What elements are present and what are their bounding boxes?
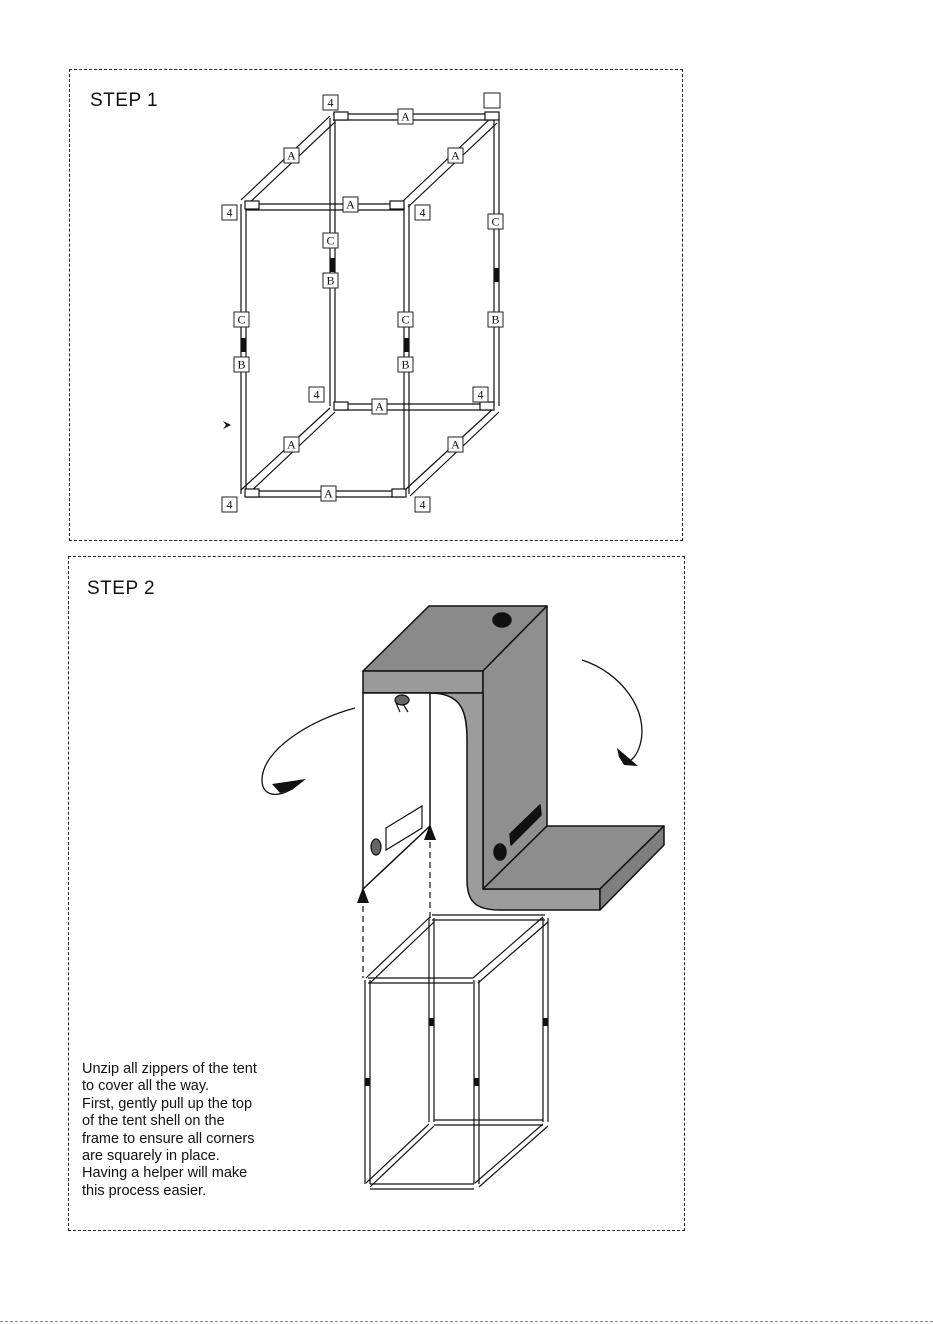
label-back-left-C: C <box>323 233 338 248</box>
instruction-line: of the tent shell on the <box>82 1113 307 1130</box>
step2-instructions: Unzip all zippers of the tent to cover a… <box>82 1061 307 1200</box>
svg-text:B: B <box>237 358 245 372</box>
label-top-back-A: A <box>398 109 413 124</box>
svg-text:C: C <box>401 313 409 327</box>
instruction-line: to cover all the way. <box>82 1078 307 1095</box>
label-front-right-B: B <box>398 357 413 372</box>
tent-shell <box>363 606 664 910</box>
svg-text:4: 4 <box>314 388 320 402</box>
svg-text:C: C <box>326 234 334 248</box>
svg-text:4: 4 <box>420 498 426 512</box>
label-back-right-B: B <box>488 312 503 327</box>
instruction-line: First, gently pull up the top <box>82 1096 307 1113</box>
svg-text:4: 4 <box>227 206 233 220</box>
svg-text:B: B <box>326 274 334 288</box>
instruction-line: Unzip all zippers of the tent <box>82 1061 307 1078</box>
svg-text:C: C <box>491 215 499 229</box>
label-front-left-C: C <box>234 312 249 327</box>
svg-text:C: C <box>237 313 245 327</box>
label-4-bot-front-right: 4 <box>415 497 430 512</box>
svg-text:A: A <box>375 400 384 414</box>
svg-text:B: B <box>491 313 499 327</box>
instruction-line: Having a helper will make <box>82 1165 307 1182</box>
label-bot-left-A: A <box>284 437 299 452</box>
label-back-right-C: C <box>488 214 503 229</box>
step2-frame <box>365 915 548 1189</box>
label-4-top-front-right: 4 <box>415 205 430 220</box>
svg-text:4: 4 <box>227 498 233 512</box>
label-4-bot-back-left: 4 <box>309 387 324 402</box>
svg-text:4: 4 <box>478 388 484 402</box>
svg-text:A: A <box>346 198 355 212</box>
label-bot-front-A: A <box>321 486 336 501</box>
svg-text:A: A <box>287 149 296 163</box>
label-4-top-front-left: 4 <box>222 205 237 220</box>
label-top-left-A: A <box>284 148 299 163</box>
svg-text:A: A <box>451 438 460 452</box>
svg-text:A: A <box>451 149 460 163</box>
instruction-line: this process easier. <box>82 1183 307 1200</box>
label-bot-right-A: A <box>448 437 463 452</box>
svg-text:B: B <box>401 358 409 372</box>
arrowhead-marker <box>223 421 231 429</box>
label-4-top-back-left: 4 <box>323 95 338 110</box>
up-arrow-icon <box>357 887 369 903</box>
instruction-line: are squarely in place. <box>82 1148 307 1165</box>
label-front-left-B: B <box>234 357 249 372</box>
svg-text:4: 4 <box>328 96 334 110</box>
instruction-line: frame to ensure all corners <box>82 1131 307 1148</box>
svg-text:A: A <box>324 487 333 501</box>
svg-text:A: A <box>401 110 410 124</box>
page-bottom-rule <box>0 1321 933 1322</box>
label-4-bot-back-right: 4 <box>473 387 488 402</box>
svg-text:4: 4 <box>420 206 426 220</box>
label-top-front-A: A <box>343 197 358 212</box>
label-front-right-C: C <box>398 312 413 327</box>
blank-marker-box <box>484 93 500 108</box>
svg-text:A: A <box>287 438 296 452</box>
label-top-right-A: A <box>448 148 463 163</box>
label-back-left-B: B <box>323 273 338 288</box>
label-bot-back-A: A <box>372 399 387 414</box>
label-4-bot-front-left: 4 <box>222 497 237 512</box>
